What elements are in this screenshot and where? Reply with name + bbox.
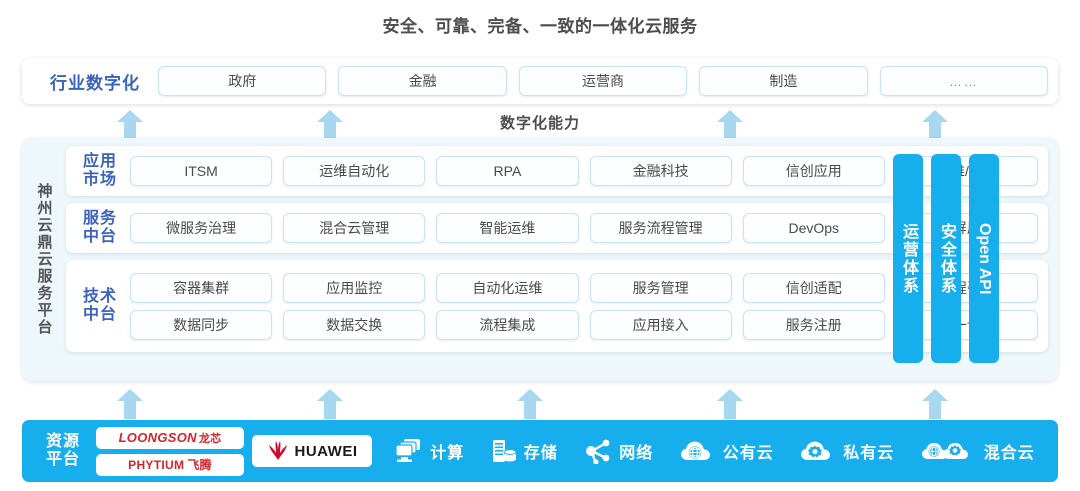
cell-microservice-governance[interactable]: 微服务治理 (130, 213, 273, 243)
cell-devops[interactable]: DevOps (742, 213, 885, 243)
capability-label: 数字化能力 (499, 115, 580, 132)
arrow-up-8 (717, 389, 743, 419)
page-title: 安全、可靠、完备、一致的一体化云服务 (382, 17, 698, 36)
arrow-up-5 (117, 389, 143, 419)
platform-side-label: 神州云鼎云服务平台 (22, 138, 66, 381)
column-operation-system[interactable]: 运营体系 (893, 154, 923, 363)
network-icon (586, 439, 610, 464)
panel-application-market: 应用 市场 ITSM 运维自动化 RPA 金融科技 信创应用 运维/运营 (66, 146, 1048, 196)
resource-item-compute[interactable]: 计算 (395, 438, 464, 464)
cell-application-monitoring[interactable]: 应用监控 (283, 272, 426, 303)
column-security-system-label: 安全体系 (938, 222, 955, 295)
cell-intelligent-ops[interactable]: 智能运维 (436, 213, 579, 243)
panel-label-line1: 技术 (82, 287, 117, 305)
cell-service-process-management[interactable]: 服务流程管理 (589, 213, 732, 243)
resource-items: 计算 存储 (382, 438, 1048, 464)
cell-automated-ops[interactable]: 自动化运维 (436, 272, 579, 303)
panel-label-technology-middle-platform: 技术 中台 (70, 288, 130, 325)
huawei-flower-icon (268, 441, 287, 460)
industry-item-government[interactable]: 政府 (158, 66, 327, 96)
arrow-up-1 (117, 110, 143, 140)
cell-service-management[interactable]: 服务管理 (589, 272, 732, 303)
resource-item-hybrid-cloud[interactable]: 混合云 (921, 439, 1035, 463)
cell-itsm[interactable]: ITSM (130, 156, 273, 186)
phytium-logo-cn: 飞腾 (187, 458, 212, 472)
column-open-api[interactable]: Open API (969, 154, 999, 363)
arrow-up-2 (317, 110, 343, 140)
panel-technology-middle-platform: 技术 中台 容器集群 应用监控 自动化运维 服务管理 信创适配 流程引擎 数据同… (66, 260, 1048, 352)
panel-label-application-market: 应用 市场 (70, 153, 130, 190)
arrow-up-3 (717, 110, 743, 140)
arrow-up-9 (922, 389, 948, 419)
industry-item-finance[interactable]: 金融 (338, 66, 507, 96)
resource-item-network-label: 网络 (619, 445, 654, 462)
industry-item-more[interactable]: …… (879, 66, 1049, 96)
industry-items: 政府 金融 运营商 制造 …… (158, 66, 1049, 96)
column-open-api-label: Open API (976, 222, 993, 295)
platform-side-label-text: 神州云鼎云服务平台 (35, 183, 53, 336)
panel-label-line1: 服务 (82, 209, 117, 227)
resource-item-public-cloud-label: 公有云 (722, 445, 774, 462)
phytium-logo-text: PHYTIUM (128, 458, 185, 472)
cell-container-cluster[interactable]: 容器集群 (130, 272, 273, 303)
resource-item-private-cloud-label: 私有云 (843, 445, 895, 462)
cell-xinchuang-adaptation[interactable]: 信创适配 (742, 272, 885, 303)
arrow-up-7 (517, 389, 543, 419)
arrow-up-6 (317, 389, 343, 419)
panel-label-line2: 中台 (82, 306, 117, 323)
cell-data-exchange[interactable]: 数据交换 (283, 309, 426, 340)
industry-row-label: 行业数字化 (50, 73, 140, 93)
resource-item-private-cloud[interactable]: 私有云 (800, 439, 894, 463)
compute-icon (395, 439, 421, 462)
cell-hybrid-cloud-management[interactable]: 混合云管理 (283, 213, 426, 243)
storage-icon (492, 440, 517, 462)
loongson-logo-text: LOONGSON (118, 429, 197, 445)
panel-label-line2: 中台 (82, 228, 117, 245)
resource-platform-label: 资源 平台 (32, 433, 94, 470)
cell-rpa[interactable]: RPA (436, 156, 579, 186)
loongson-logo-cn: 龙芯 (198, 432, 222, 445)
resource-item-network[interactable]: 网络 (584, 438, 653, 464)
huawei-logo: HUAWEI (252, 435, 372, 467)
industry-item-manufacturing[interactable]: 制造 (699, 66, 868, 96)
cell-service-registry[interactable]: 服务注册 (742, 309, 885, 340)
platform-body: 应用 市场 ITSM 运维自动化 RPA 金融科技 信创应用 运维/运营 (66, 138, 1058, 381)
resource-label-line2: 平台 (45, 451, 80, 468)
public-cloud-icon (680, 441, 710, 460)
industry-item-operator[interactable]: 运营商 (518, 66, 688, 96)
column-security-system[interactable]: 安全体系 (931, 154, 961, 363)
resource-item-compute-label: 计算 (430, 445, 465, 462)
arrow-up-4 (922, 110, 948, 140)
hybrid-cloud-icon (921, 442, 968, 459)
panel-label-line2: 市场 (82, 171, 117, 188)
panel-row: 容器集群 应用监控 自动化运维 服务管理 信创适配 流程引擎 (130, 272, 1039, 303)
huawei-logo-text: HUAWEI (294, 442, 358, 460)
cell-xinchuang-app[interactable]: 信创应用 (742, 156, 885, 186)
resource-item-storage-label: 存储 (523, 445, 558, 462)
cell-data-sync[interactable]: 数据同步 (130, 309, 273, 340)
panel-label-service-middle-platform: 服务 中台 (70, 210, 130, 247)
cell-process-integration[interactable]: 流程集成 (436, 309, 579, 340)
column-operation-system-label: 运营体系 (900, 222, 917, 295)
private-cloud-icon (801, 441, 831, 460)
industry-row: 行业数字化 政府 金融 运营商 制造 …… (22, 58, 1058, 104)
panel-rows-technology-middle-platform: 容器集群 应用监控 自动化运维 服务管理 信创适配 流程引擎 数据同步 数据交换… (130, 272, 1039, 340)
resource-item-hybrid-cloud-label: 混合云 (983, 445, 1035, 462)
vertical-columns: 运营体系 安全体系 Open API (893, 154, 999, 363)
cell-ops-automation[interactable]: 运维自动化 (283, 156, 426, 186)
resource-item-storage[interactable]: 存储 (491, 438, 558, 464)
panel-label-line1: 应用 (82, 152, 117, 170)
resource-item-public-cloud[interactable]: 公有云 (680, 439, 774, 463)
cloud-service-platform: 神州云鼎云服务平台 应用 市场 ITSM 运维自动化 RPA 金融科技 信创应用… (22, 138, 1058, 381)
cell-fintech[interactable]: 金融科技 (589, 156, 732, 186)
cell-application-access[interactable]: 应用接入 (589, 309, 732, 340)
resource-label-line1: 资源 (45, 432, 80, 450)
